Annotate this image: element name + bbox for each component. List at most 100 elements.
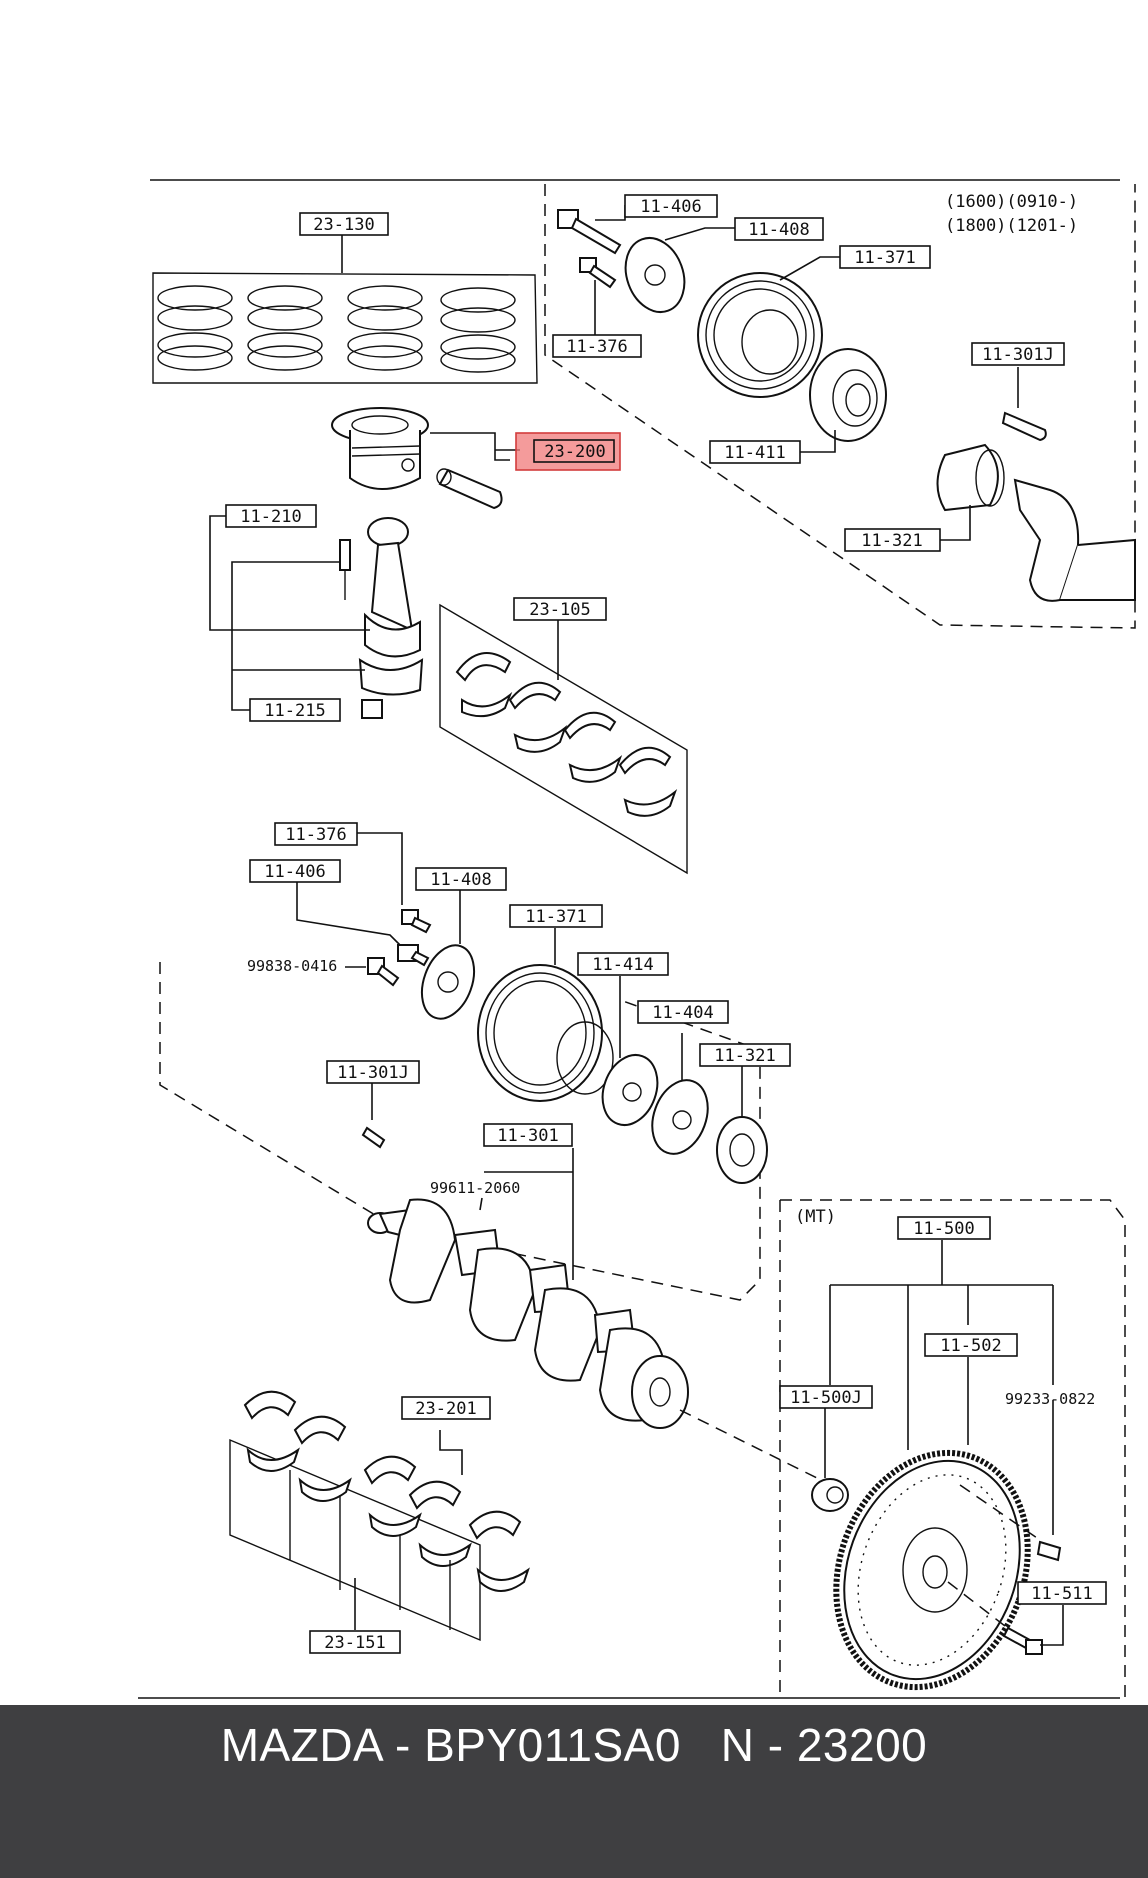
label-23-151: 23-151 (324, 1633, 385, 1653)
label-11-371-mid: 11-371 (525, 907, 586, 927)
crankshaft-washer-middle (651, 1079, 709, 1155)
part-number-99611-2060: 99611-2060 (430, 1179, 520, 1197)
label-11-404: 11-404 (652, 1003, 713, 1023)
label-11-414: 11-414 (592, 955, 653, 975)
label-11-376-top: 11-376 (566, 337, 627, 357)
label-11-511: 11-511 (1031, 1584, 1092, 1604)
label-23-105: 23-105 (529, 600, 590, 620)
label-11-301j-mid: 11-301J (337, 1063, 409, 1083)
timing-gear-middle (716, 1116, 768, 1184)
label-box-11-321-mid (699, 1043, 791, 1067)
pulley-group-dashed-outline (544, 184, 1136, 629)
crankshaft (367, 1198, 689, 1429)
label-box-11-376-top (552, 334, 642, 358)
label-box-11-301 (483, 1123, 573, 1147)
mt-note: (MT) (795, 1207, 836, 1227)
leader-11-411 (800, 430, 836, 453)
leader-11-500 (829, 1240, 1054, 1535)
label-box-11-301j-mid (326, 1060, 420, 1084)
caption-text: MAZDA - BPY011SA0 N - 23200 (220, 1719, 928, 1771)
label-11-408-mid: 11-408 (430, 870, 491, 890)
flywheel-bolt-dashed-line (947, 1581, 1006, 1627)
label-23-130: 23-130 (313, 215, 374, 235)
label-11-215: 11-215 (264, 701, 325, 721)
label-11-301: 11-301 (497, 1126, 558, 1146)
label-box-23-201 (401, 1396, 491, 1420)
connecting-rod-bearing-set (439, 603, 688, 875)
label-box-11-376-mid (274, 822, 358, 846)
label-box-11-371-top (839, 245, 931, 269)
leader-11-511 (1040, 1605, 1064, 1646)
leader-99611-2060 (479, 1197, 483, 1211)
crankshaft-pulley-upper (697, 272, 823, 398)
label-box-23-130 (299, 212, 389, 236)
label-11-406-top: 11-406 (640, 197, 701, 217)
label-11-210: 11-210 (240, 507, 301, 527)
pulley-washer-upper (624, 237, 686, 313)
label-23-201: 23-201 (415, 1399, 476, 1419)
label-11-321-top: 11-321 (861, 531, 922, 551)
label-box-11-411 (709, 440, 801, 464)
damper-pulley-upper (809, 348, 887, 442)
crankshaft-pulley-middle (477, 964, 614, 1102)
pulley-washer-middle (420, 944, 476, 1020)
exploded-parts-diagram: (1600)(0910-) (1800)(1201-) (138, 179, 1136, 1700)
leader-11-376-mid (357, 832, 403, 905)
label-box-23-200 (533, 439, 615, 463)
label-11-411: 11-411 (724, 443, 785, 463)
label-box-11-408-mid (415, 867, 507, 891)
label-23-200: 23-200 (544, 442, 605, 462)
label-box-11-502 (924, 1333, 1018, 1357)
label-box-11-500j (779, 1385, 873, 1409)
label-box-11-321-top (844, 528, 941, 552)
label-box-11-500 (897, 1216, 991, 1240)
leader-11-371-top (779, 256, 840, 281)
mt-group-dashed-outline (779, 1199, 1126, 1700)
leader-11-406-top (595, 205, 626, 221)
leader-11-215 (231, 561, 365, 711)
piston-pin (436, 468, 503, 510)
pulley-bolts-middle (367, 909, 432, 987)
label-11-408-top: 11-408 (748, 220, 809, 240)
main-bearing-set (229, 1390, 530, 1642)
label-box-23-105 (513, 597, 607, 621)
part-number-99838-0416: 99838-0416 (247, 957, 337, 975)
timing-belt-plate-middle (601, 1054, 659, 1126)
label-11-500j: 11-500J (790, 1388, 862, 1408)
crankshaft-end-upper (1013, 478, 1136, 602)
leader-11-210 (209, 515, 370, 631)
leader-23-200 (430, 432, 520, 461)
piston-ring-set (152, 272, 538, 384)
flywheel-dowel-pin (1036, 1540, 1062, 1562)
part-number-99233-0822: 99233-0822 (1005, 1390, 1095, 1408)
flywheel (833, 1449, 1031, 1691)
connecting-rod (339, 517, 424, 719)
woodruff-key-upper (1001, 411, 1047, 442)
label-box-11-404 (637, 1000, 729, 1024)
label-box-11-406-top (624, 194, 718, 218)
pilot-bearing (811, 1478, 849, 1512)
flywheel-dowel-dashed-line (959, 1484, 1041, 1541)
flywheel-bolt (1002, 1626, 1043, 1655)
label-11-321-mid: 11-321 (714, 1046, 775, 1066)
header-note-line-1: (1600)(0910-) (945, 192, 1078, 212)
label-box-11-215 (249, 698, 341, 722)
label-11-376-mid: 11-376 (285, 825, 346, 845)
piston (331, 407, 429, 490)
leader-11-408-top (664, 227, 735, 241)
label-11-301j-top: 11-301J (982, 345, 1054, 365)
label-11-371-top: 11-371 (854, 248, 915, 268)
woodruff-key-middle (361, 1126, 386, 1149)
label-box-11-210 (225, 504, 317, 528)
label-11-500: 11-500 (913, 1219, 974, 1239)
label-box-11-406-mid (249, 859, 341, 883)
label-box-11-414 (577, 952, 669, 976)
caption-bar: MAZDA - BPY011SA0 N - 23200 (0, 1705, 1148, 1878)
crank-to-flywheel-dashed-line (679, 1409, 826, 1483)
leader-11-321-top (940, 505, 971, 541)
pulley-bolts-upper (557, 209, 622, 289)
leader-23-201 (439, 1430, 463, 1475)
label-box-11-408-top (734, 217, 824, 241)
label-box-11-301j-top (971, 342, 1065, 366)
leader-11-406-mid (296, 881, 401, 946)
